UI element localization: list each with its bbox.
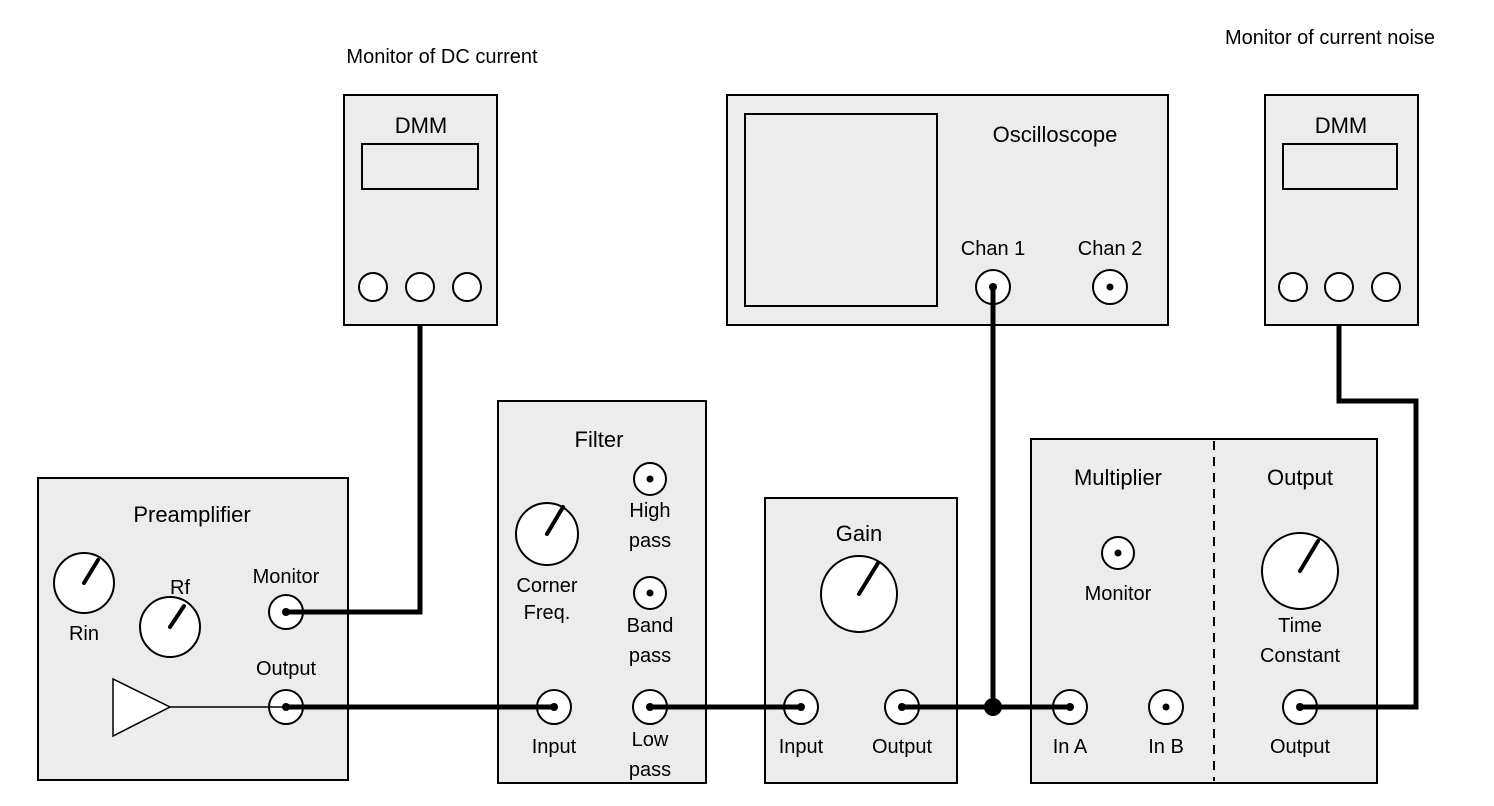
dmm-left-display — [361, 143, 479, 190]
gain-title: Gain — [836, 521, 882, 546]
monitor-dc-label: Monitor of DC current — [346, 46, 538, 68]
multiplier-output-unit: Multiplier Monitor In A In B Output Time… — [1030, 438, 1378, 784]
band-pass-pin — [646, 589, 654, 597]
in-b-label: In B — [1148, 736, 1184, 758]
cables — [286, 287, 1419, 716]
dmm-right-display — [1282, 143, 1398, 190]
corner-frequency-pointer — [545, 505, 565, 536]
time-constant-pointer — [1298, 539, 1320, 573]
high-pass-label-line1: High — [629, 500, 670, 522]
gain-input-label: Input — [779, 736, 824, 758]
oscilloscope: Oscilloscope Chan 1 Chan 2 — [726, 94, 1169, 326]
preamp-monitor-pin — [282, 608, 290, 616]
time-constant-label-line2: Constant — [1260, 645, 1340, 667]
corner-label-line2: Freq. — [524, 602, 571, 624]
low-pass-label-line2: pass — [629, 759, 671, 781]
high-pass-pin — [646, 475, 654, 483]
in-a-pin — [1066, 703, 1074, 711]
chan2-connector-pin — [1106, 283, 1114, 291]
gain-input-pin — [797, 703, 805, 711]
cable-pins — [282, 283, 1304, 711]
multiplier-monitor-label: Monitor — [1085, 583, 1152, 605]
dmm-right-jack-2[interactable] — [1324, 272, 1354, 302]
rin-knob-pointer — [82, 558, 100, 585]
monitor-noise-label: Monitor of current noise — [1225, 27, 1435, 49]
oscilloscope-title: Oscilloscope — [993, 122, 1118, 147]
cable-junction — [984, 698, 1002, 716]
cable-output-to-dmm — [1300, 325, 1419, 710]
multiplier-monitor-pin — [1114, 549, 1122, 557]
preamp-output-pin — [282, 703, 290, 711]
high-pass-label-line2: pass — [629, 530, 671, 552]
rf-label: Rf — [170, 577, 190, 599]
gain: Gain Input Output — [764, 497, 958, 784]
dmm-right-jack-1[interactable] — [1278, 272, 1308, 302]
in-a-label: In A — [1053, 736, 1088, 758]
chan2-label: Chan 2 — [1078, 238, 1143, 260]
dmm-left-jack-1[interactable] — [358, 272, 388, 302]
filter: Filter Corner Freq. High pass Band pass … — [497, 400, 707, 784]
dmm-left-jack-2[interactable] — [405, 272, 435, 302]
corner-label-line1: Corner — [516, 575, 577, 597]
dmm-right-title: DMM — [1315, 113, 1368, 138]
rf-knob-pointer — [168, 604, 186, 629]
in-b-pin — [1162, 703, 1170, 711]
chan1-label: Chan 1 — [961, 238, 1026, 260]
preamplifier-title: Preamplifier — [133, 502, 250, 527]
preamp-monitor-label: Monitor — [253, 566, 320, 588]
filter-input-pin — [550, 703, 558, 711]
dmm-left-title: DMM — [395, 113, 448, 138]
time-constant-label-line1: Time — [1278, 615, 1322, 637]
gain-output-pin — [898, 703, 906, 711]
output-section-pin — [1296, 703, 1304, 711]
output-section-label: Output — [1270, 736, 1330, 758]
oscilloscope-screen — [744, 113, 938, 307]
multiplier-title: Multiplier — [1074, 465, 1162, 490]
preamplifier: Preamplifier Rin Rf Monitor Output — [37, 477, 349, 781]
gain-output-label: Output — [872, 736, 932, 758]
band-pass-label-line1: Band — [627, 615, 674, 637]
rin-label: Rin — [69, 623, 99, 645]
amplifier-triangle-icon — [112, 677, 172, 738]
band-pass-label-line2: pass — [629, 645, 671, 667]
dmm-right: DMM — [1264, 94, 1419, 326]
chan1-pin — [989, 283, 997, 291]
dmm-left-jack-3[interactable] — [452, 272, 482, 302]
low-pass-label-line1: Low — [632, 729, 669, 751]
preamp-output-label: Output — [256, 658, 316, 680]
gain-knob-pointer — [857, 561, 880, 596]
dmm-right-jack-3[interactable] — [1371, 272, 1401, 302]
low-pass-pin — [646, 703, 654, 711]
cable-dmm-to-preamp-monitor — [286, 325, 423, 615]
output-section-title: Output — [1267, 465, 1333, 490]
filter-input-label: Input — [532, 736, 577, 758]
dmm-left: DMM — [343, 94, 498, 326]
filter-title: Filter — [575, 427, 624, 452]
